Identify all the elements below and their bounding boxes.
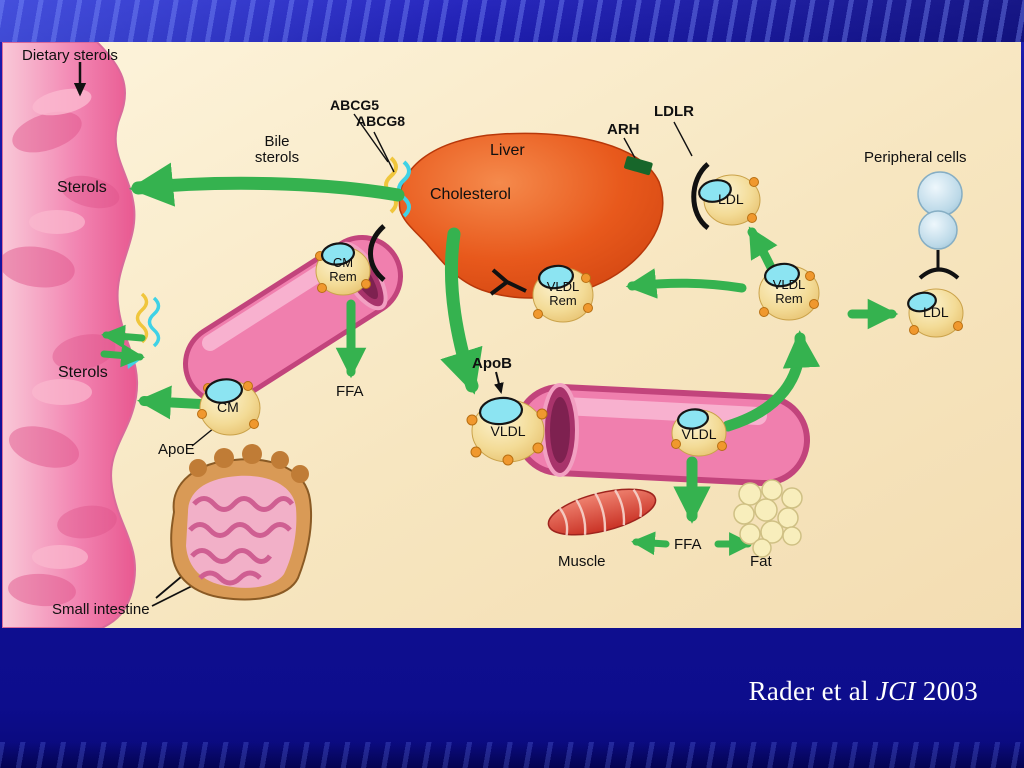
background-streaks-top xyxy=(0,0,1024,42)
citation-text: Rader et al JCI 2003 xyxy=(749,676,978,707)
label-ffa-bottom: FFA xyxy=(674,536,702,553)
cm-particle xyxy=(197,378,261,436)
fat-cells-shape xyxy=(733,479,803,558)
citation-year: 2003 xyxy=(915,676,978,706)
label-bile-sterols: Bile sterols xyxy=(234,133,320,167)
background-streaks-bottom xyxy=(0,742,1024,768)
label-sterols-left: Sterols xyxy=(58,364,108,381)
label-small-intestine: Small intestine xyxy=(52,601,150,618)
arrow-cm-to-intestine xyxy=(137,385,205,420)
vldl-remnant-receptor xyxy=(489,268,527,296)
label-cholesterol: Cholesterol xyxy=(430,186,511,203)
pathway-diagram xyxy=(2,42,964,628)
diagram-panel: Dietary sterols Sterols Bile sterols ABC… xyxy=(2,42,1021,628)
journal-name: JCI xyxy=(875,676,916,706)
cm-remnant-particle xyxy=(315,242,371,296)
flow-arrows xyxy=(100,162,899,556)
vldl-particle-right xyxy=(671,408,727,457)
arh-protein xyxy=(624,156,653,176)
vldl-particle-left xyxy=(466,396,548,466)
intestine-wall xyxy=(2,42,139,628)
ldl-particle-right xyxy=(907,288,964,338)
label-cm: CM xyxy=(217,399,239,415)
label-fat: Fat xyxy=(750,553,772,570)
arrow-vldlrem-transfer xyxy=(625,268,747,299)
label-arh: ARH xyxy=(607,121,640,138)
label-bile-line2: sterols xyxy=(254,149,300,167)
label-abcg8: ABCG8 xyxy=(356,113,406,129)
label-apob: ApoB xyxy=(472,355,512,372)
arrow-sterols-efflux xyxy=(101,324,146,349)
ldl-receptor xyxy=(691,162,710,231)
label-ffa-top: FFA xyxy=(336,383,364,400)
label-apoe: ApoE xyxy=(158,441,195,458)
label-ldlr: LDLR xyxy=(654,103,694,120)
label-vldl-rem-right-line1: VLDL xyxy=(772,277,806,292)
label-ldl-right: LDL xyxy=(923,304,949,320)
label-muscle: Muscle xyxy=(558,553,606,570)
label-vldl-left: VLDL xyxy=(490,423,526,439)
label-bile-line1: Bile xyxy=(264,133,290,150)
arrow-sterols-influx xyxy=(100,343,145,368)
blood-vessel-lower xyxy=(514,383,810,486)
label-abcg5: ABCG5 xyxy=(330,97,380,113)
arrow-bile-sterols xyxy=(128,162,405,207)
peripheral-cells-shape xyxy=(917,171,963,280)
label-vldl-rem-mid-line2: Rem xyxy=(549,293,577,309)
label-dietary-sterols: Dietary sterols xyxy=(22,47,118,64)
remnant-receptor xyxy=(368,224,386,282)
label-vldl-rem-mid-line1: VLDL xyxy=(546,279,580,294)
citation-authors: Rader et al xyxy=(748,676,876,706)
label-liver: Liver xyxy=(490,142,525,159)
vldl-remnant-particle-right xyxy=(758,262,820,321)
muscle-shape xyxy=(547,488,657,536)
label-sterols-top: Sterols xyxy=(57,179,107,196)
label-vldl-rem-right-line2: Rem xyxy=(775,291,803,307)
label-cm-rem-line2: Rem xyxy=(329,269,357,285)
label-vldl-rem-right: VLDL Rem xyxy=(758,277,820,307)
label-peripheral-cells: Peripheral cells xyxy=(864,149,967,166)
arrow-apob xyxy=(493,371,504,394)
label-vldl-right: VLDL xyxy=(681,426,717,442)
ldl-particle-top xyxy=(698,174,761,226)
arrow-liver-to-vldl xyxy=(440,227,483,395)
label-ldl-top: LDL xyxy=(718,191,744,207)
vldl-remnant-particle-mid xyxy=(532,264,594,323)
label-cm-rem: CM Rem xyxy=(316,255,370,285)
label-cm-rem-line1: CM xyxy=(332,255,354,270)
arrow-vldl-to-vldlrem xyxy=(722,330,821,432)
peripheral-ldl-receptor xyxy=(918,267,960,280)
arrow-ffa-to-muscle xyxy=(631,531,670,556)
small-intestine-illustration xyxy=(170,444,313,601)
label-vldl-rem-mid: VLDL Rem xyxy=(532,279,594,309)
liver-shape xyxy=(398,132,664,299)
